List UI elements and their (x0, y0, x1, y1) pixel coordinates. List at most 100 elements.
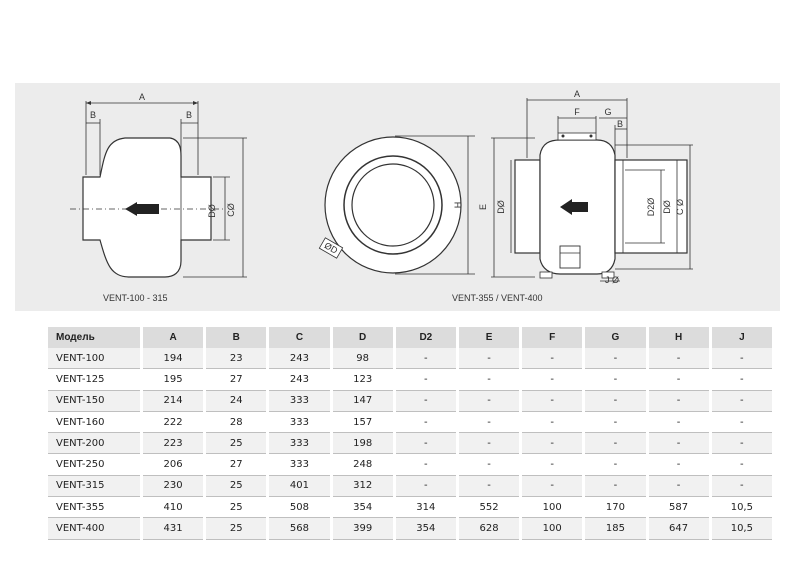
table-cell: - (648, 454, 709, 476)
front-view-drawing: ØD H (318, 135, 475, 275)
table-cell: - (522, 412, 583, 434)
model-cell: VENT-200 (48, 433, 140, 455)
table-cell: - (458, 348, 520, 370)
drawing-panel: A B B DØ CØ VENT-100 - 315 (15, 83, 780, 311)
right-label-j: J Ø (605, 275, 619, 285)
column-header: B (206, 327, 267, 348)
technical-drawings: A B B DØ CØ VENT-100 - 315 (70, 89, 693, 303)
right-airflow-shaft (572, 202, 588, 212)
table-cell: - (711, 433, 772, 455)
table-cell: - (648, 390, 709, 412)
table-cell: 333 (269, 454, 330, 476)
table-cell: 312 (332, 475, 393, 498)
table-cell: 25 (206, 497, 267, 519)
table-cell: - (395, 454, 456, 476)
table-cell: - (458, 369, 520, 391)
table-cell: 410 (143, 497, 204, 519)
table-cell: - (458, 454, 520, 476)
table-cell: 10,5 (711, 518, 772, 540)
table-cell: 185 (585, 518, 646, 540)
table-cell: - (395, 369, 456, 391)
model-cell: VENT-160 (48, 412, 140, 434)
table-cell: - (522, 390, 583, 412)
table-cell: - (458, 433, 520, 455)
table-cell: 10,5 (711, 497, 772, 519)
table-cell: 214 (143, 390, 204, 412)
table-cell: 333 (269, 433, 330, 455)
right-label-f: F (574, 107, 580, 117)
left-label-a: A (139, 92, 145, 102)
model-cell: VENT-250 (48, 454, 140, 476)
table-cell: 198 (332, 433, 393, 455)
right-foot-left (539, 271, 553, 279)
right-label-d2: D2Ø (646, 198, 656, 217)
table-cell: - (395, 390, 456, 412)
table-cell: 354 (332, 497, 393, 519)
table-cell: 568 (269, 518, 330, 540)
table-cell: 157 (332, 412, 393, 434)
right-airflow-arrow-icon (560, 199, 572, 215)
table-cell: 170 (585, 497, 646, 519)
table-cell: 100 (522, 518, 583, 540)
column-header: J (711, 327, 772, 348)
table-cell: - (711, 454, 772, 476)
right-terminal-box (559, 245, 581, 269)
right-clamp-bolt-left (561, 134, 565, 138)
table-cell: 123 (332, 369, 393, 391)
column-header: D (332, 327, 393, 348)
right-label-d-outlet: DØ (662, 200, 672, 214)
table-cell: 223 (143, 433, 204, 455)
table-cell: 587 (648, 497, 709, 519)
table-cell: 27 (206, 454, 267, 476)
column-header: G (585, 327, 646, 348)
table-cell: - (522, 348, 583, 370)
left-caption: VENT-100 - 315 (103, 293, 168, 303)
table-cell: - (458, 412, 520, 434)
table-cell: - (585, 454, 646, 476)
left-label-b-right: B (186, 110, 192, 120)
table-cell: 98 (332, 348, 393, 370)
table-cell: - (395, 475, 456, 498)
table-cell: - (711, 369, 772, 391)
table-cell: 23 (206, 348, 267, 370)
right-inlet-spigot (514, 159, 541, 254)
table-cell: 647 (648, 518, 709, 540)
table-cell: 195 (143, 369, 204, 391)
table-cell: - (648, 433, 709, 455)
model-cell: VENT-150 (48, 390, 140, 412)
table-cell: - (522, 454, 583, 476)
right-label-b: B (617, 119, 623, 129)
table-cell: 27 (206, 369, 267, 391)
column-header: Модель (48, 327, 140, 348)
table-cell: 628 (458, 518, 520, 540)
table-cell: 28 (206, 412, 267, 434)
table-cell: - (711, 412, 772, 434)
table-cell: 354 (395, 518, 456, 540)
right-foot-right (601, 271, 615, 279)
right-label-g: G (604, 107, 611, 117)
table-cell: 222 (143, 412, 204, 434)
table-cell: 100 (522, 497, 583, 519)
column-header: E (458, 327, 520, 348)
table-cell: - (522, 475, 583, 498)
model-cell: VENT-315 (48, 475, 140, 498)
left-fan-drawing: A B B DØ CØ VENT-100 - 315 (70, 92, 247, 303)
table-cell: 25 (206, 475, 267, 498)
table-cell: - (711, 475, 772, 498)
table-cell: 24 (206, 390, 267, 412)
table-cell: - (585, 475, 646, 498)
left-label-c: CØ (226, 203, 236, 217)
table-cell: - (395, 433, 456, 455)
table-cell: - (395, 348, 456, 370)
table-cell: 25 (206, 518, 267, 540)
table-cell: - (585, 348, 646, 370)
table-cell: 401 (269, 475, 330, 498)
